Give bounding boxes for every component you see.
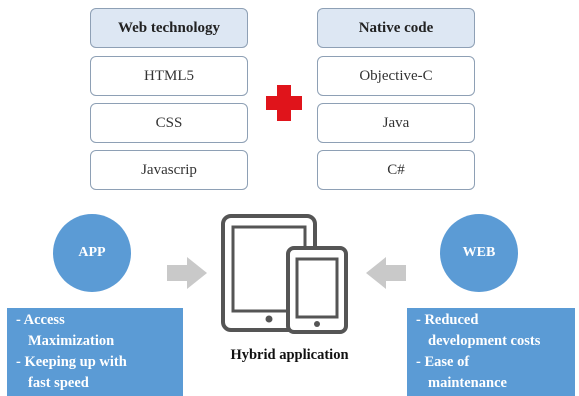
web-circle: WEB	[440, 214, 518, 292]
app-circle: APP	[53, 214, 131, 292]
app-feature-line: Maximization	[28, 333, 115, 349]
plus-icon	[266, 85, 302, 121]
native-code-item-csharp: C#	[317, 150, 475, 190]
native-code-item-java: Java	[317, 103, 475, 143]
web-feature-line: development costs	[428, 333, 541, 349]
web-feature-line: - Reduced	[416, 312, 479, 328]
app-feature-line: - Access	[16, 312, 65, 328]
web-feature-line: - Ease of	[416, 354, 470, 370]
app-features-panel: - Access Maximization - Keeping up with …	[7, 308, 183, 396]
web-feature-line: maintenance	[428, 375, 507, 391]
web-technology-item-html5: HTML5	[90, 56, 248, 96]
hybrid-application-caption: Hybrid application	[230, 347, 349, 363]
native-code-item-objective-c: Objective-C	[317, 56, 475, 96]
web-technology-item-css: CSS	[90, 103, 248, 143]
web-features-panel: - Reduced development costs - Ease of ma…	[407, 308, 575, 396]
app-feature-line: - Keeping up with	[16, 354, 127, 370]
native-code-header: Native code	[317, 8, 475, 48]
arrow-right-icon	[167, 257, 207, 289]
app-feature-line: fast speed	[28, 375, 89, 391]
arrow-left-icon	[366, 257, 406, 289]
web-technology-header: Web technology	[90, 8, 248, 48]
web-technology-item-javascript: Javascrip	[90, 150, 248, 190]
tablet-phone-icon	[221, 214, 348, 334]
